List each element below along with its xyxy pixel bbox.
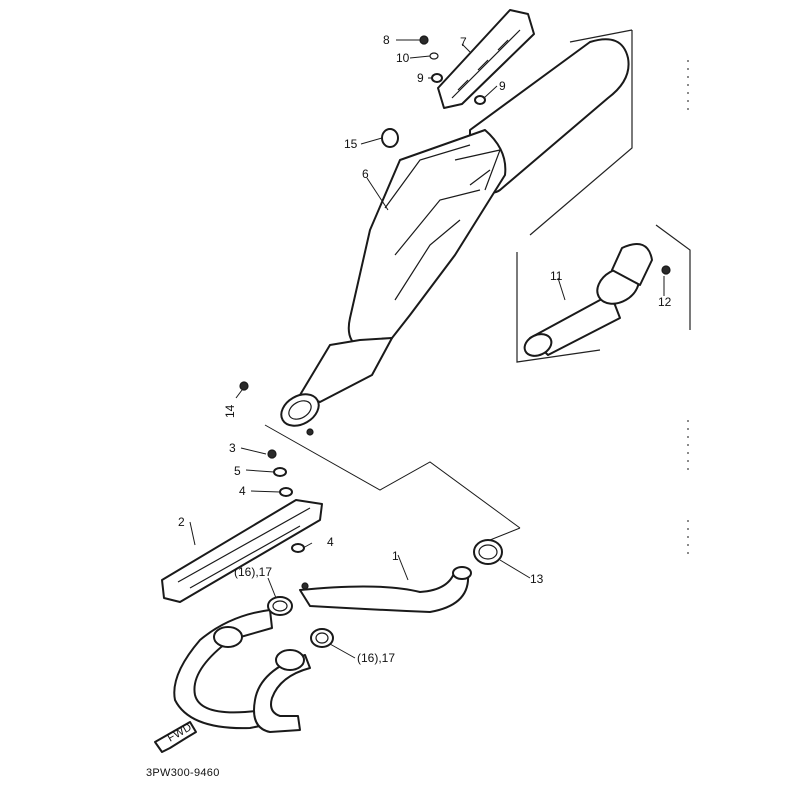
callout-16-17-upper: (16),17 — [234, 565, 272, 579]
leader-lines — [189, 39, 665, 659]
callout-15: 15 — [344, 137, 358, 151]
callout-12: 12 — [658, 295, 672, 309]
exhaust-pipe — [173, 566, 472, 733]
grommet-15 — [381, 128, 399, 148]
gasket-16-lower — [310, 628, 334, 648]
collar-9-lower — [474, 95, 486, 105]
gasket-13 — [473, 539, 503, 565]
callout-7: 7 — [460, 35, 467, 49]
callout-13: 13 — [530, 572, 544, 586]
callout-16-17-lower: (16),17 — [357, 651, 395, 665]
callout-10: 10 — [396, 51, 410, 65]
gasket-16-upper — [267, 596, 293, 616]
assembly-guide-line — [264, 424, 521, 541]
callout-2: 2 — [178, 515, 185, 529]
heat-protector-lower — [161, 499, 323, 603]
callout-11: 11 — [550, 269, 563, 283]
bolt-14 — [239, 381, 249, 391]
washer-10 — [429, 52, 439, 60]
muffler-frame — [529, 29, 633, 236]
callout-9-lower: 9 — [499, 79, 506, 93]
figure-code: 3PW300-9460 — [146, 767, 220, 779]
callout-3: 3 — [229, 441, 236, 455]
forward-arrow: FWD — [154, 721, 197, 753]
callout-9-upper: 9 — [417, 71, 424, 85]
heat-protector-upper — [437, 9, 535, 109]
callout-1: 1 — [392, 549, 399, 563]
tail-pipe — [523, 243, 671, 357]
callout-14: 14 — [223, 404, 237, 418]
collar-4-upper — [279, 487, 293, 497]
callout-6: 6 — [362, 167, 369, 181]
muffler — [280, 38, 630, 436]
callout-8: 8 — [383, 33, 390, 47]
collar-4-lower — [291, 543, 305, 553]
tail-pipe-frame — [516, 224, 691, 363]
bolt-8 — [419, 35, 429, 45]
callout-4-lower: 4 — [327, 535, 334, 549]
callout-4-upper: 4 — [239, 484, 246, 498]
bolt-3 — [267, 449, 277, 459]
callout-5: 5 — [234, 464, 241, 478]
collar-9-upper — [431, 73, 443, 83]
nut-5 — [273, 467, 287, 477]
